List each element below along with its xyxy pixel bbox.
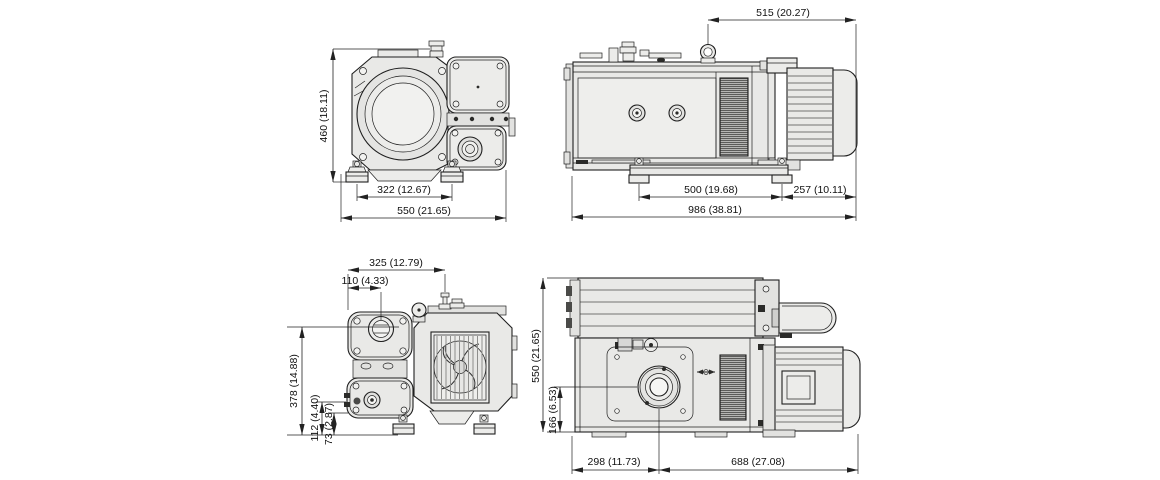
terminal-box-top [771,302,837,338]
fan-cowl-icon [356,67,450,161]
front-feet [345,160,464,183]
dim-top-inlet-to-end: 688 (27.08) [731,456,785,468]
dim-side-length: 986 (38.81) [688,204,742,216]
base-rail-feet [628,157,793,184]
mid-flange-strip [446,112,516,137]
oil-separator-cover [446,56,510,114]
gas-ballast-valve [615,337,658,352]
rear-view: 325 (12.79) 110 (4.33) 378 (14.88) 112 (… [287,257,518,445]
exhaust-box-top [566,277,780,339]
dim-side-foot-span: 500 (19.68) [684,184,738,196]
dim-rear-tank-width: 325 (12.79) [369,257,423,269]
pump-housing-front [351,40,450,171]
rear-dimensions: 325 (12.79) 110 (4.33) 378 (14.88) 112 (… [287,257,446,445]
dim-rear-sight-height: 112 (4.40) [309,394,321,441]
front-view: 460 (18.11) 322 (12.67) 550 (21.65) [318,40,516,222]
inlet-fitting [428,40,445,58]
side-view: 515 (20.27) 500 (19.68) 257 (10.11) 986 … [563,7,858,221]
dim-front-foot-span: 322 (12.67) [377,184,431,196]
rear-feet [392,410,496,435]
inlet-flange [637,365,681,409]
dim-rear-drain-height: 73 (2.87) [323,403,335,445]
dim-side-overhang: 257 (10.11) [794,184,847,196]
dim-front-height: 460 (18.11) [318,90,330,143]
cooling-grille-side [715,65,776,166]
top-dimensions: 550 (21.65) 166 (6.53) 298 (11.73) 688 (… [530,277,859,474]
oil-tank-mid [352,359,408,379]
gauge-fitting [411,302,427,323]
cooling-grille-top [719,354,747,421]
oil-drain-cover [446,125,507,171]
oil-fill-plug [367,315,395,343]
direction-arrow-icon [697,369,715,375]
top-fittings [579,41,682,63]
corner-bolts [359,67,446,161]
front-dimensions: 460 (18.11) 322 (12.67) 550 (21.65) [318,48,507,222]
dim-side-eyebolt: 515 (20.27) [756,7,810,19]
top-view: 550 (21.65) 166 (6.53) 298 (11.73) 688 (… [530,277,861,474]
oil-tank-upper [347,311,413,361]
side-dimensions: 515 (20.27) 500 (19.68) 257 (10.11) 986 … [571,7,857,221]
motor-top [762,344,861,438]
dim-top-inlet-x: 298 (11.73) [588,456,641,468]
top-pin-fitting [438,292,465,310]
dim-top-inlet-offset: 166 (6.53) [547,386,559,434]
dim-rear-fill-offset: 110 (4.33) [341,275,388,287]
eyebolt-icon [699,43,717,64]
oil-plugs [628,104,686,122]
dim-front-width: 550 (21.65) [397,205,451,217]
oil-tank-lower [344,377,414,419]
dim-top-width: 550 (21.65) [530,329,542,383]
oil-sight-glass [363,391,381,409]
fan-grille [430,331,490,404]
dim-rear-tank-height: 378 (14.88) [288,354,300,408]
pump-body-top [574,337,776,438]
